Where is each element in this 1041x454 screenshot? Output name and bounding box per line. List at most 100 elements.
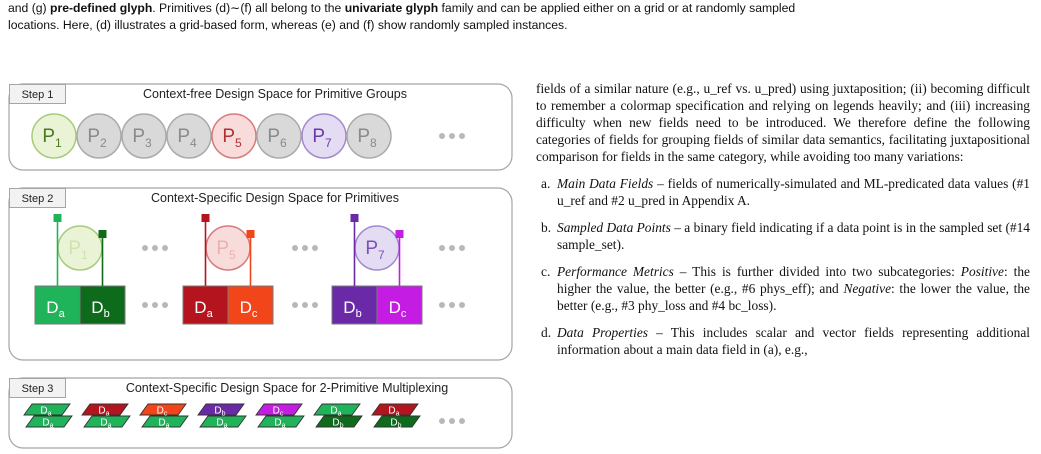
step-tag-box bbox=[9, 84, 66, 104]
category-letter: a. bbox=[541, 176, 551, 191]
ellipsis-dot bbox=[142, 245, 148, 251]
mapping-marker bbox=[246, 230, 255, 238]
data-field-label: Da bbox=[46, 298, 65, 320]
category-letter: b. bbox=[541, 220, 552, 235]
bottom-tile bbox=[373, 415, 421, 428]
ellipsis-dot bbox=[162, 245, 168, 251]
ellipsis-dots bbox=[439, 133, 465, 139]
ellipsis-dots bbox=[439, 418, 465, 424]
bottom-tile-label: Da bbox=[216, 418, 227, 430]
primitive-circle: P6 bbox=[256, 113, 302, 159]
step-tag-box bbox=[9, 188, 66, 208]
primitive-circle-shape bbox=[76, 113, 122, 159]
primitive-circle: P3 bbox=[121, 113, 167, 159]
data-field-box bbox=[376, 285, 423, 325]
step-title: Context-Specific Design Space for 2-Prim… bbox=[126, 381, 448, 395]
ellipsis-dot bbox=[439, 245, 445, 251]
ellipsis-dots bbox=[142, 302, 168, 308]
body-text: fields of a similar nature (e.g., u_ref … bbox=[536, 80, 1030, 368]
ellipsis-dot bbox=[312, 302, 318, 308]
top-tile bbox=[81, 403, 129, 416]
caption-line-2: locations. Here, (d) illustrates a grid-… bbox=[8, 18, 568, 32]
caption-term: univariate glyph bbox=[344, 1, 439, 15]
bottom-tile-label: Da bbox=[274, 418, 285, 430]
ellipsis-dot bbox=[142, 302, 148, 308]
primitive-label: P1 bbox=[68, 238, 88, 262]
bottom-tile bbox=[83, 415, 131, 428]
data-field-label: Da bbox=[194, 298, 213, 320]
primitive-label: P1 bbox=[42, 126, 62, 150]
mapping-marker bbox=[98, 230, 107, 238]
category-text: – fields of numerically-simulated and ML… bbox=[557, 176, 1030, 208]
ellipsis-dot bbox=[152, 245, 158, 251]
primitive-circle: P2 bbox=[76, 113, 122, 159]
primitive-circle-shape bbox=[31, 113, 77, 159]
primitive-circle: P8 bbox=[346, 113, 392, 159]
mapping-marker bbox=[53, 214, 62, 222]
ellipsis-dot bbox=[439, 133, 445, 139]
category-text: – This is further divided into two subca… bbox=[673, 264, 961, 279]
top-tile-label: Dc bbox=[273, 406, 284, 418]
caption-text: family and can be applied either on a gr… bbox=[438, 1, 796, 15]
ellipsis-dot bbox=[449, 302, 455, 308]
primitive-label: P3 bbox=[132, 126, 152, 150]
data-field-label: Dc bbox=[240, 298, 258, 320]
ellipsis-dot bbox=[292, 245, 298, 251]
step-title: Context-Specific Design Space for Primit… bbox=[151, 191, 399, 205]
top-tile-label: Da bbox=[40, 406, 51, 418]
top-tile-label: Da bbox=[98, 406, 109, 418]
subcategory-title: Negative bbox=[843, 281, 892, 296]
category-title: Performance Metrics bbox=[557, 264, 674, 279]
top-tile bbox=[255, 403, 303, 416]
bottom-tile bbox=[315, 415, 363, 428]
step-title: Context-free Design Space for Primitive … bbox=[143, 87, 407, 101]
category-text: – This includes scalar and vector fields… bbox=[557, 325, 1030, 357]
caption-text: and (g) bbox=[8, 1, 51, 15]
mapping-marker bbox=[395, 230, 404, 238]
data-field-box bbox=[79, 285, 126, 325]
ellipsis-dot bbox=[439, 302, 445, 308]
ellipsis-dot bbox=[162, 302, 168, 308]
bottom-tile-label: Db bbox=[390, 418, 401, 430]
primitive-circle: P5 bbox=[211, 113, 257, 159]
ellipsis-dot bbox=[459, 245, 465, 251]
ellipsis-dots bbox=[292, 302, 318, 308]
primitive-label: P4 bbox=[177, 126, 197, 150]
primitive-circle: P4 bbox=[166, 113, 212, 159]
primitive-label: P2 bbox=[87, 126, 107, 150]
primitive-label: P6 bbox=[267, 126, 287, 150]
bottom-tile-label: Da bbox=[100, 418, 111, 430]
ellipsis-dot bbox=[449, 133, 455, 139]
ellipsis-dots bbox=[439, 245, 465, 251]
ellipsis-dot bbox=[302, 245, 308, 251]
ellipsis-dot bbox=[292, 302, 298, 308]
top-tile-label: Db bbox=[214, 406, 225, 418]
primitive-label: P7 bbox=[312, 126, 332, 150]
category-title: Main Data Fields bbox=[557, 176, 654, 191]
mapping-marker bbox=[201, 214, 210, 222]
bottom-tile bbox=[141, 415, 189, 428]
ellipsis-dot bbox=[302, 302, 308, 308]
category-text: – a binary field indicating if a data po… bbox=[557, 220, 1030, 252]
primitive-label: P7 bbox=[365, 238, 385, 262]
bottom-tile bbox=[199, 415, 247, 428]
category-item: a. Main Data Fields – fields of numerica… bbox=[536, 175, 1030, 209]
category-title: Data Properties bbox=[557, 325, 648, 340]
caption-term: pre-defined glyph bbox=[50, 1, 153, 15]
ellipsis-dot bbox=[449, 245, 455, 251]
ellipsis-dot bbox=[449, 418, 455, 424]
top-tile bbox=[139, 403, 187, 416]
primitive-label: P5 bbox=[216, 238, 236, 262]
top-tile bbox=[371, 403, 419, 416]
